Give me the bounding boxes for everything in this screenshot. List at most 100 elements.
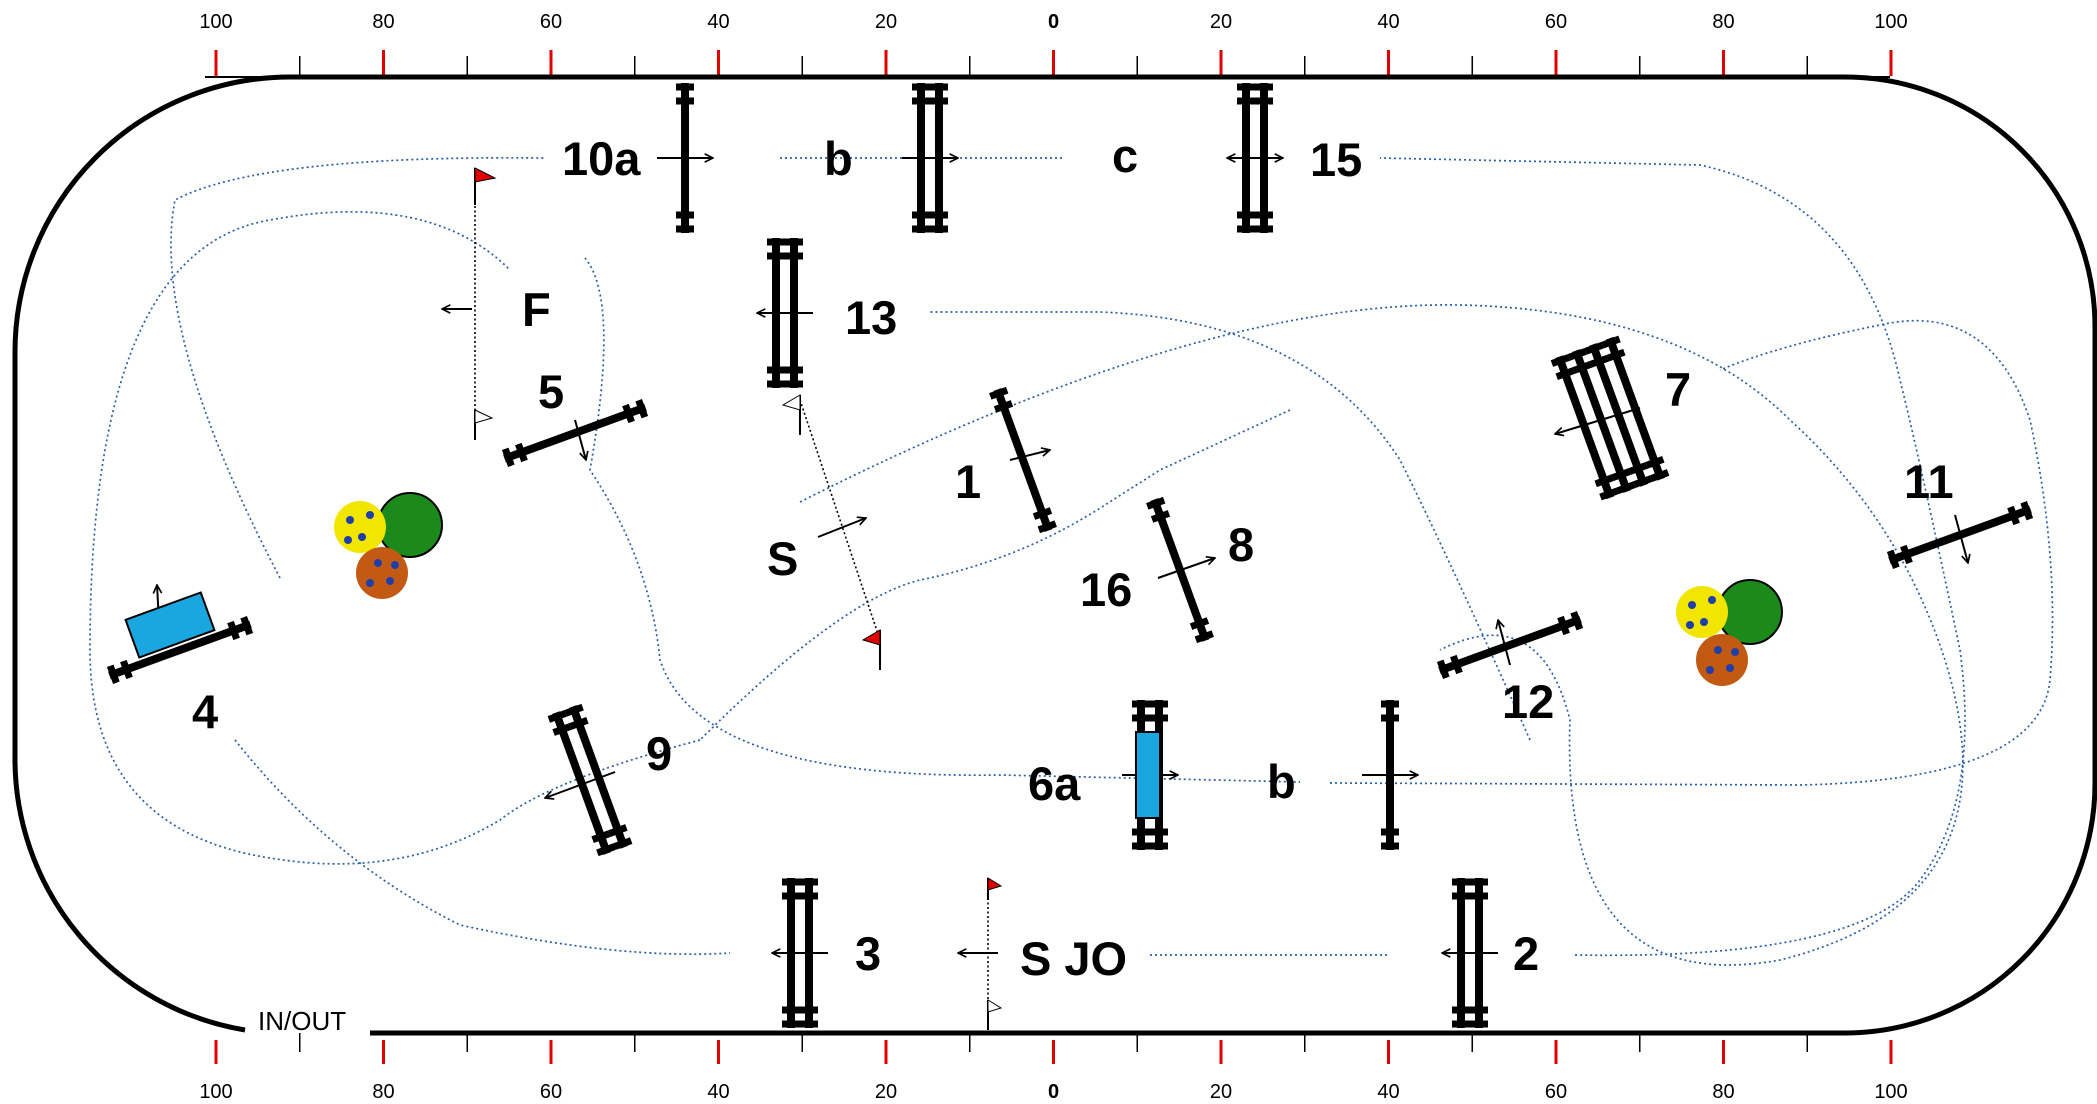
fence-cup <box>989 386 1009 400</box>
fence-cup <box>1194 630 1214 644</box>
entrance-label: IN/OUT <box>258 1006 346 1036</box>
ruler-number: 80 <box>1712 11 1734 33</box>
label-10a: 10a <box>562 132 641 185</box>
fence-cup <box>1450 654 1463 675</box>
label-6a: 6a <box>1028 757 1081 810</box>
fence-cup <box>1436 659 1450 679</box>
fence-13 <box>757 238 813 388</box>
fence-cup <box>2007 505 2020 526</box>
fence-cup <box>1570 611 1584 631</box>
fence-cup <box>1557 615 1570 636</box>
fence-cup <box>501 447 515 467</box>
fence-cup <box>1633 475 1653 489</box>
fence-6b <box>1362 700 1418 850</box>
finish-line <box>442 167 497 440</box>
fence-cup <box>993 400 1014 413</box>
direction-arrow-icon <box>1954 514 1968 563</box>
fence-cup <box>1606 348 1626 362</box>
fence-cup <box>1550 354 1570 367</box>
ruler-number: 100 <box>1874 11 1907 33</box>
fence-rail <box>552 711 611 855</box>
label-16: 16 <box>1080 563 1132 616</box>
ruler-number: 80 <box>1712 1081 1734 1103</box>
ruler-number: 20 <box>1210 1081 1232 1103</box>
fence-cup <box>106 664 120 684</box>
fence-cup <box>613 837 633 851</box>
ruler-number: 60 <box>540 1081 562 1103</box>
ruler-number: 60 <box>1545 1081 1567 1103</box>
fence-cup <box>564 703 584 717</box>
label-4: 4 <box>192 685 218 738</box>
ruler-number: 0 <box>1048 11 1059 33</box>
ruler-number: 40 <box>707 11 729 33</box>
ruler-number: 60 <box>540 11 562 33</box>
fence-cup <box>1189 617 1210 630</box>
fence-cup <box>1599 487 1619 501</box>
fence-10c <box>1227 83 1283 233</box>
label-6b: b <box>1267 755 1296 808</box>
fence-cup <box>1645 455 1665 469</box>
fence-12 <box>1436 611 1584 679</box>
jo-start-line <box>958 877 1003 1030</box>
fence-cup <box>547 709 567 723</box>
fence-cup <box>608 824 628 837</box>
arena-border <box>12 74 2097 1036</box>
fence-rail <box>108 620 252 680</box>
label-15: 15 <box>1310 133 1362 186</box>
ruler-number: 100 <box>199 11 232 33</box>
fence-rail <box>1438 615 1582 675</box>
label-10c: c <box>1112 129 1138 182</box>
direction-arrow-icon <box>545 771 616 798</box>
fence-cup <box>1616 481 1636 495</box>
fence-10a <box>657 83 713 233</box>
label-12: 12 <box>1502 675 1554 728</box>
fence-cup <box>1886 549 1900 569</box>
water-tray-icon <box>124 591 216 659</box>
fence-cup <box>1584 341 1604 355</box>
label-11: 11 <box>1904 455 1954 508</box>
ruler-number: 80 <box>372 11 394 33</box>
fence-cup <box>1032 507 1053 520</box>
label-5: 5 <box>538 365 564 418</box>
ruler-number: 20 <box>875 11 897 33</box>
label-finish: F <box>522 283 551 336</box>
fence-cup <box>1650 469 1670 482</box>
label-1: 1 <box>955 455 981 508</box>
fence-cup <box>622 403 635 424</box>
label-13: 13 <box>845 291 897 344</box>
fence-cup <box>591 830 611 844</box>
fence-cup <box>1601 335 1621 349</box>
ruler-number: 20 <box>1210 11 1232 33</box>
fence-rail <box>993 388 1053 532</box>
fence-cup <box>240 616 254 636</box>
fence-cup <box>515 442 528 463</box>
fence-3 <box>772 878 828 1028</box>
fence-cup <box>1594 474 1614 488</box>
label-3: 3 <box>855 927 881 980</box>
ruler-number: 60 <box>1545 11 1567 33</box>
ruler-number: 0 <box>1048 1081 1059 1103</box>
fence-cup <box>1037 520 1057 534</box>
ruler-number: 40 <box>707 1081 729 1103</box>
fence-9 <box>547 703 633 857</box>
fence-rail <box>1555 355 1615 500</box>
fence-5 <box>501 399 649 467</box>
fence-cup <box>1567 347 1587 361</box>
label-2: 2 <box>1513 927 1539 980</box>
ruler-number: 100 <box>1874 1081 1907 1103</box>
direction-arrow-icon <box>1555 407 1641 434</box>
direction-arrow-icon <box>1498 620 1511 666</box>
fence-cup <box>1146 496 1166 510</box>
direction-arrow-icon <box>574 419 586 460</box>
course-path <box>89 156 2054 966</box>
fence-cup <box>1150 510 1171 523</box>
label-jo-start: S JO <box>1020 932 1127 985</box>
fence-cup <box>596 843 616 857</box>
direction-arrow-icon <box>1009 450 1050 461</box>
fence-rail <box>1572 349 1631 493</box>
fence-10b <box>902 83 958 233</box>
fence-cup <box>2020 501 2034 521</box>
fence-cup <box>1900 544 1913 565</box>
